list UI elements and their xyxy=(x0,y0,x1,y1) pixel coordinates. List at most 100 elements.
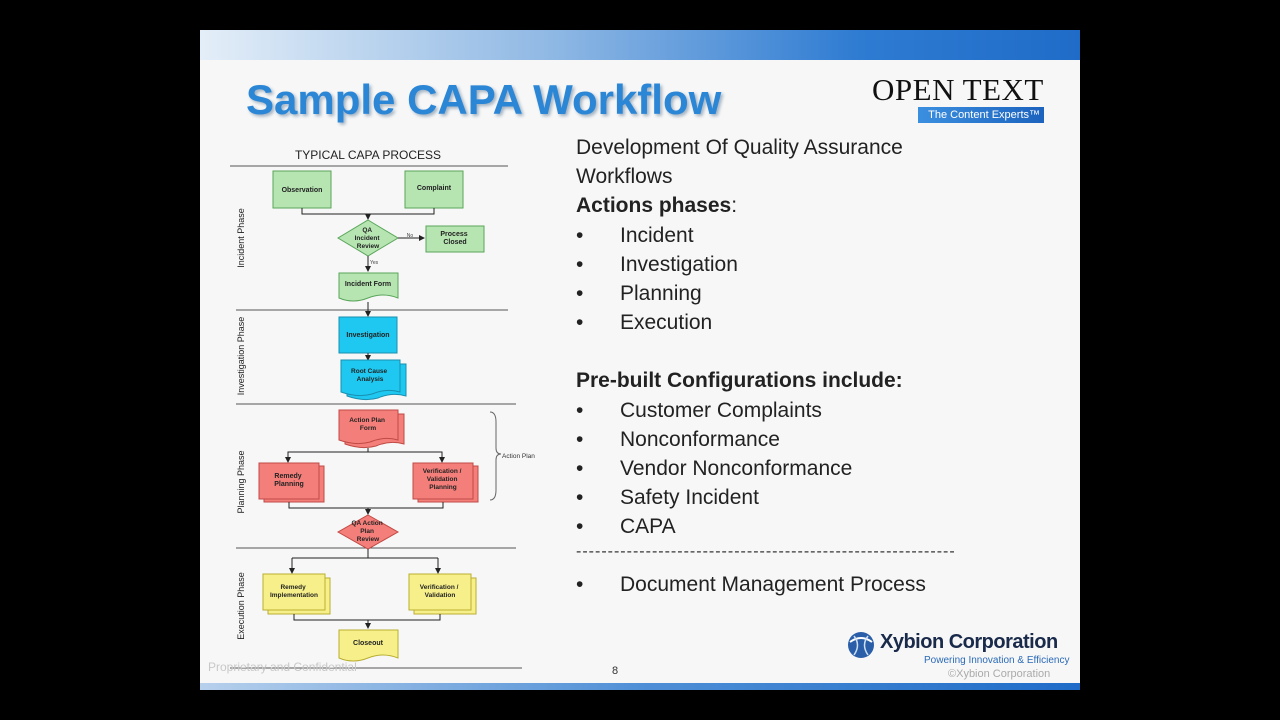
node-observation xyxy=(272,170,332,209)
node-root-cause xyxy=(340,359,401,397)
node-observation-label: Observation xyxy=(282,187,323,194)
label-line: Planning xyxy=(274,481,304,488)
node-remedy-planning-label: Remedy Planning xyxy=(274,473,304,488)
yes-label: Yes xyxy=(370,260,379,266)
label-line: QA Action xyxy=(351,520,382,527)
label-line: Planning xyxy=(429,484,456,491)
bullet: • xyxy=(576,252,584,276)
diagram-title: TYPICAL CAPA PROCESS xyxy=(295,148,441,162)
node-process-closed-label: Process Closed xyxy=(440,231,469,246)
label-line: Closed xyxy=(443,239,466,246)
node-verification-validation xyxy=(408,573,472,611)
node-remedy-implementation-label: Remedy Implementation xyxy=(270,584,318,599)
xybion-logo-name: Xybion Corporation xyxy=(880,631,1058,653)
label-line: Incident xyxy=(355,235,381,242)
label-line: Process xyxy=(440,231,467,238)
bullet: • xyxy=(576,223,584,247)
node-verification-planning xyxy=(412,462,474,500)
phase-label-execution: Execution Phase xyxy=(236,572,246,640)
bullet: • xyxy=(576,456,584,480)
opentext-logo-name: OPEN TEXT xyxy=(872,72,1044,107)
node-qa-action-plan-review-label: QA Action Plan Review xyxy=(351,520,384,543)
header-bar xyxy=(200,30,1080,60)
bracket-action-plan xyxy=(489,411,502,501)
label-line: Review xyxy=(357,536,380,543)
connector xyxy=(368,451,445,463)
action-plan-label: Action Plan xyxy=(502,453,535,460)
label-line: Verification / xyxy=(420,584,459,591)
label-line: Root Cause xyxy=(351,368,388,375)
node-qa-incident-review-label: QA Incident Review xyxy=(355,227,382,250)
node-complaint-label: Complaint xyxy=(417,185,452,192)
node-verification-planning-label: Verification / Validation Planning xyxy=(423,468,463,491)
list-item: • Safety Incident xyxy=(576,483,1046,512)
node-remedy-planning xyxy=(258,462,320,500)
list-item-text: Planning xyxy=(620,281,702,305)
list-item-text: Customer Complaints xyxy=(620,398,822,422)
spacer xyxy=(576,337,1046,366)
capa-flowchart: TYPICAL CAPA PROCESS Incident Phase Inve… xyxy=(230,148,535,669)
phase-label-incident: Incident Phase xyxy=(236,208,246,268)
list-item: • Vendor Nonconformance xyxy=(576,454,1046,483)
copyright: ©Xybion Corporation xyxy=(948,668,1051,680)
intro-line: Workflows xyxy=(576,165,673,189)
node-investigation-label: Investigation xyxy=(346,332,389,339)
node-process-closed xyxy=(425,225,485,253)
no-label: No xyxy=(407,233,414,239)
intro-line: Development Of Quality Assurance xyxy=(576,136,903,159)
content-panel: Development Of Quality Assurance Workflo… xyxy=(576,133,1046,600)
list-item-text: Execution xyxy=(620,311,713,335)
node-verification-validation-label: Verification / Validation xyxy=(420,584,460,599)
list-item: •Planning xyxy=(576,279,1046,308)
connector xyxy=(293,614,441,621)
list-item: • Document Management Process xyxy=(576,570,1046,599)
connector xyxy=(301,208,435,215)
phase-label-planning: Planning Phase xyxy=(236,450,246,513)
bullet: • xyxy=(576,427,584,451)
actions-heading: Actions phases: xyxy=(576,191,1046,220)
connector xyxy=(285,448,369,463)
list-item-text: Investigation xyxy=(620,252,738,276)
list-item: • Customer Complaints xyxy=(576,396,1046,425)
xybion-logo-tagline: Powering Innovation & Efficiency xyxy=(924,655,1070,666)
list-item: • Execution xyxy=(576,308,1046,337)
slide-title: Sample CAPA Workflow xyxy=(246,76,722,123)
label-line: Implementation xyxy=(270,592,318,599)
bullet: • xyxy=(576,573,584,597)
label-line: QA xyxy=(362,227,372,234)
label-line: Remedy xyxy=(274,473,301,480)
list-item-text: Vendor Nonconformance xyxy=(620,456,853,480)
list-item-text: Nonconformance xyxy=(620,427,780,451)
label-line: Validation xyxy=(425,592,456,599)
node-root-cause-label: Root Cause Analysis xyxy=(351,368,389,383)
config-heading: Pre-built Configurations include: xyxy=(576,369,903,393)
bullet: • xyxy=(576,311,584,335)
dashed-divider: ----------------------------------------… xyxy=(576,543,956,561)
globe-icon xyxy=(848,632,874,658)
list-item-text: Safety Incident xyxy=(620,486,759,510)
list-item: • Investigation xyxy=(576,250,1046,279)
footer-bar xyxy=(200,683,1080,690)
bullet: • xyxy=(576,398,584,422)
phase-label-investigation: Investigation Phase xyxy=(236,317,246,396)
actions-heading-colon: : xyxy=(731,194,738,218)
node-incident-form xyxy=(338,272,399,302)
connector xyxy=(288,502,444,509)
node-action-plan-form xyxy=(338,409,399,445)
node-closeout-label: Closeout xyxy=(353,640,384,647)
bullet: • xyxy=(576,486,584,510)
list-item-text: CAPA xyxy=(620,515,676,539)
label-line: Form xyxy=(360,425,376,432)
label-line: Review xyxy=(357,243,380,250)
bullet: • xyxy=(576,515,584,539)
opentext-logo-tagline: The Content Experts™ xyxy=(918,107,1044,123)
node-incident-form-label: Incident Form xyxy=(345,281,391,288)
node-remedy-implementation xyxy=(262,573,326,611)
label-line: Validation xyxy=(427,476,458,483)
list-item: • Nonconformance xyxy=(576,425,1046,454)
list-item-text: Incident xyxy=(620,223,694,247)
label-line: Verification / xyxy=(423,468,462,475)
label-line: Remedy xyxy=(280,584,306,591)
list-item-text: Document Management Process xyxy=(620,573,926,597)
label-line: Action Plan xyxy=(349,417,385,424)
